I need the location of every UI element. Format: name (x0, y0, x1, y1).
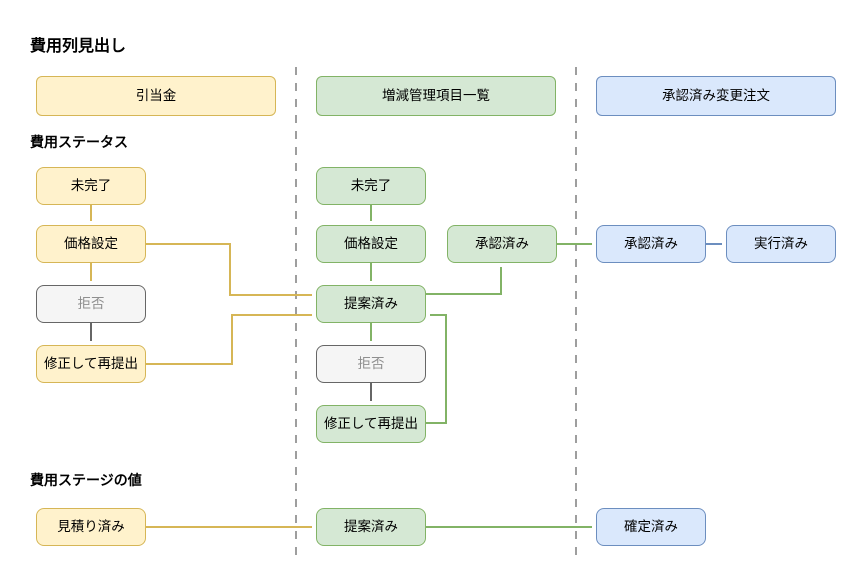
column-header-approved-change-orders: 承認済み変更注文 (596, 76, 836, 116)
node-change-proposed: 提案済み (316, 285, 426, 323)
node-order-executed: 実行済み (726, 225, 836, 263)
node-stage-proposed: 提案済み (316, 508, 426, 546)
node-change-incomplete: 未完了 (316, 167, 426, 205)
column-header-change-items: 増減管理項目一覧 (316, 76, 556, 116)
node-stage-confirmed: 確定済み (596, 508, 706, 546)
node-change-pricing: 価格設定 (316, 225, 426, 263)
arrow-change-proposed-to-change-approved (426, 267, 502, 295)
node-allowance-revise-resubmit: 修正して再提出 (36, 345, 146, 383)
node-stage-estimated: 見積り済み (36, 508, 146, 546)
arrow-change-revise-back-to-proposed (426, 314, 447, 424)
arrow-allowance-pricing-to-change-proposed (146, 243, 312, 296)
column-header-allowance: 引当金 (36, 76, 276, 116)
section-label-stage: 費用ステージの値 (30, 472, 142, 488)
node-allowance-incomplete: 未完了 (36, 167, 146, 205)
arrow-allowance-revise-to-change-proposed (146, 314, 312, 365)
page-title: 費用列見出し (30, 38, 127, 55)
node-change-approved: 承認済み (447, 225, 557, 263)
node-allowance-pricing: 価格設定 (36, 225, 146, 263)
node-change-revise-resubmit: 修正して再提出 (316, 405, 426, 443)
node-order-approved: 承認済み (596, 225, 706, 263)
node-allowance-rejected: 拒否 (36, 285, 146, 323)
section-label-status: 費用ステータス (30, 134, 128, 150)
node-change-rejected: 拒否 (316, 345, 426, 383)
